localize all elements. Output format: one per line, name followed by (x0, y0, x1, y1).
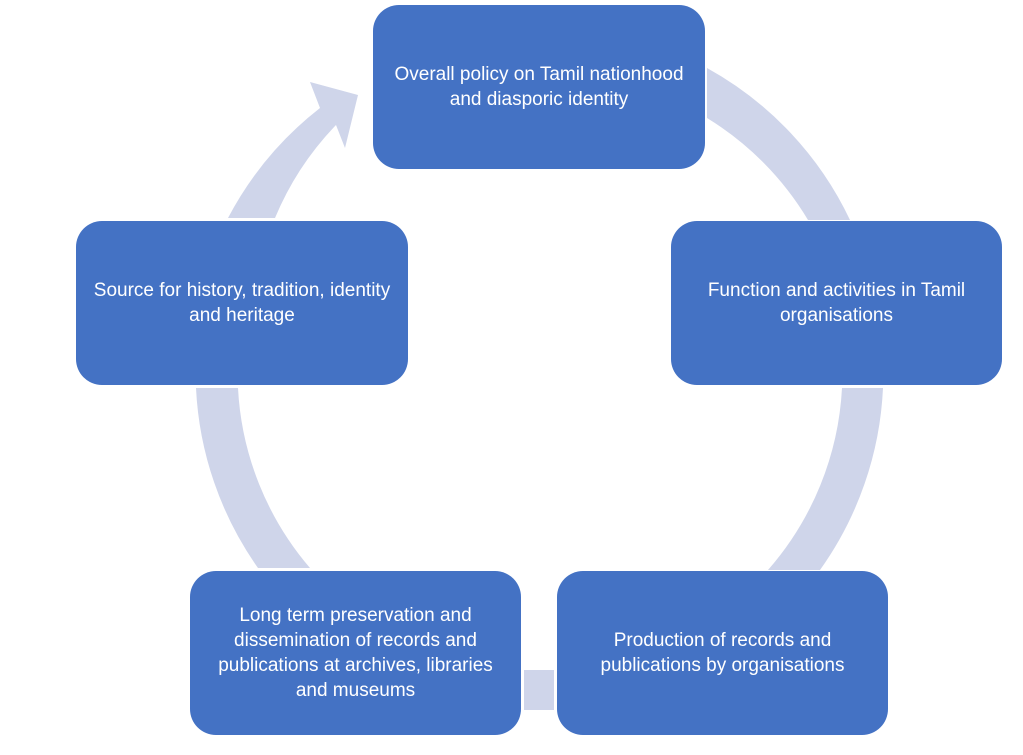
connector-n2-n3 (524, 670, 554, 710)
cycle-node-label: Long term preservation and dissemination… (218, 605, 493, 701)
cycle-node-label: Overall policy on Tamil nationhood and d… (394, 64, 684, 110)
cycle-node-production: Production of records and publications b… (557, 571, 888, 735)
connector-n0-n1 (707, 68, 850, 220)
cycle-node-label: Source for history, tradition, identity … (93, 280, 391, 326)
cycle-node-preservation: Long term preservation and dissemination… (190, 571, 521, 735)
cycle-node-source: Source for history, tradition, identity … (76, 221, 408, 385)
cycle-node-label: Production of records and publications b… (600, 630, 845, 676)
connector-n4-n0-arrow (228, 82, 358, 218)
connector-n1-n2 (768, 388, 883, 570)
cycle-node-label: Function and activities in Tamil organis… (707, 280, 966, 326)
cycle-node-functions: Function and activities in Tamil organis… (671, 221, 1002, 385)
connector-n3-n4 (196, 388, 310, 568)
cycle-node-policy: Overall policy on Tamil nationhood and d… (373, 5, 705, 169)
